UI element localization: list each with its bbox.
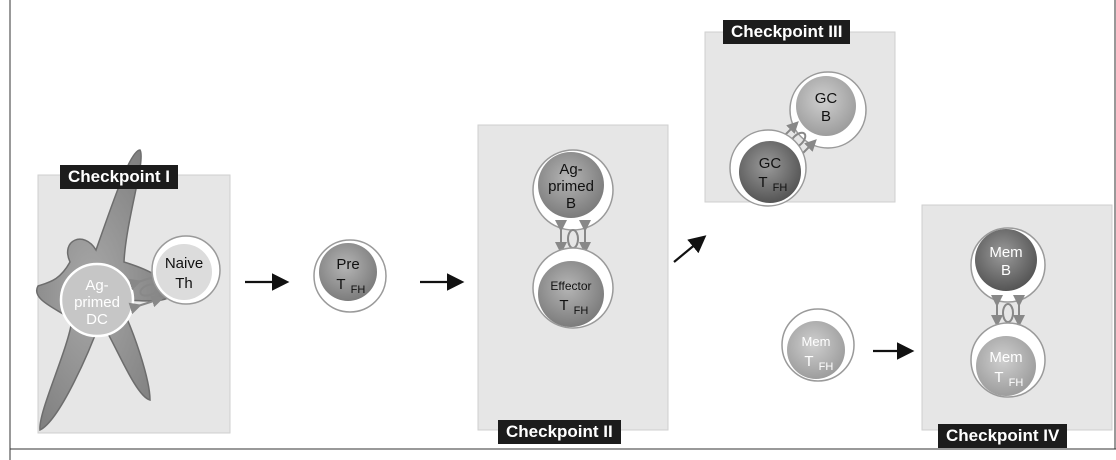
mem-tfh-left-sub: FH [819, 361, 834, 373]
gc-b-text-2: B [821, 108, 831, 125]
mem-b-nucleus [975, 229, 1037, 291]
dc-text-3: DC [86, 311, 108, 328]
pre-tfh-text: Pre [336, 256, 359, 273]
naive-th-nucleus [156, 244, 212, 300]
gc-tfh-nucleus [739, 141, 801, 203]
gc-tfh-sub: FH [773, 182, 788, 194]
pre-tfh-sub: FH [351, 284, 366, 296]
mem-tfh-left-nucleus [787, 321, 845, 379]
gc-tfh-text: GC [759, 155, 782, 172]
pre-tfh-nucleus [319, 243, 377, 301]
mem-tfh-right-t: T [994, 369, 1003, 386]
effector-tfh-sub: FH [574, 305, 589, 317]
naive-th-text-2: Th [175, 275, 193, 292]
mem-tfh-right-sub: FH [1009, 377, 1024, 389]
ag-primed-b-text-2: primed [548, 178, 594, 195]
mem-tfh-left-text: Mem [802, 334, 831, 349]
ag-primed-b-text-3: B [566, 195, 576, 212]
effector-tfh-nucleus [538, 261, 604, 327]
mem-tfh-right-text: Mem [989, 349, 1022, 366]
ag-primed-b-nucleus [538, 152, 604, 218]
gc-b-text-1: GC [815, 90, 838, 107]
dc-text-2: primed [74, 294, 120, 311]
gc-b-nucleus [796, 76, 856, 136]
arrow-3 [673, 235, 707, 263]
dc-text-1: Ag- [85, 277, 108, 294]
dc-th-arrow-lower [128, 295, 164, 315]
effector-tfh-text: Effector [550, 279, 591, 293]
checkpoint-3-label: Checkpoint III [723, 20, 851, 44]
checkpoint-4-label: Checkpoint IV [938, 424, 1068, 448]
pre-tfh-t: T [336, 276, 345, 293]
checkpoint-1-label: Checkpoint I [60, 165, 179, 189]
effector-tfh-t: T [559, 297, 568, 314]
mem-tfh-right-nucleus [976, 336, 1036, 396]
checkpoint-2-label: Checkpoint II [498, 420, 621, 444]
naive-th-text-1: Naive [165, 255, 203, 272]
mem-tfh-left-t: T [804, 353, 813, 370]
mem-b-text-2: B [1001, 262, 1011, 279]
gc-tfh-t: T [758, 174, 767, 191]
cp4-synapse [1002, 303, 1014, 323]
mem-b-text-1: Mem [989, 244, 1022, 261]
ag-primed-b-text-1: Ag- [559, 161, 582, 178]
